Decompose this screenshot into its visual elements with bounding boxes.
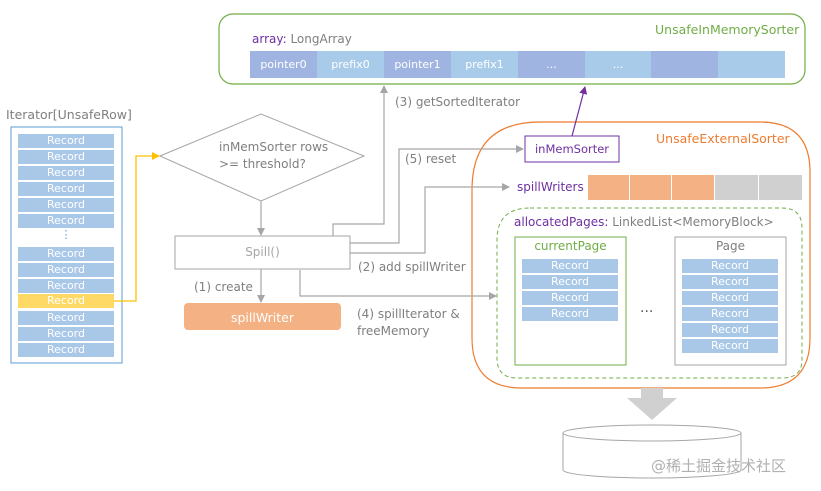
disk-icon bbox=[562, 424, 742, 479]
record: Record bbox=[18, 263, 114, 277]
array-cell: pointer0 bbox=[250, 51, 317, 78]
array-cell bbox=[718, 51, 785, 78]
allocated-pages-label: allocatedPages: LinkedList<MemoryBlock> bbox=[514, 215, 774, 229]
spill-writer-slot-empty bbox=[715, 175, 758, 200]
record: Record bbox=[682, 307, 778, 321]
spill-label: Spill() bbox=[245, 245, 280, 259]
step5-label: (5) reset bbox=[405, 152, 457, 166]
array-label-type: LongArray bbox=[286, 32, 352, 46]
array-label-key: array: bbox=[252, 32, 287, 46]
get-sorted-iterator-arrow bbox=[332, 85, 388, 236]
external-sorter-title: UnsafeExternalSorter bbox=[656, 131, 790, 146]
record: Record bbox=[18, 150, 114, 164]
pages-ellipsis: ... bbox=[640, 300, 654, 316]
page-title: Page bbox=[715, 239, 746, 253]
in-mem-sorter-to-array-arrow bbox=[571, 86, 588, 137]
spill-writer-box bbox=[184, 303, 341, 330]
spill-to-disk-arrow bbox=[627, 388, 677, 420]
record: Record bbox=[682, 323, 778, 337]
record: Record bbox=[18, 198, 114, 212]
spill-writer-slot-filled bbox=[672, 175, 714, 200]
reset-arrow bbox=[350, 145, 524, 244]
spill-writer-slot-filled bbox=[588, 175, 629, 200]
spill-writer-slot-filled bbox=[630, 175, 671, 200]
spill-writer-label: spillWriter bbox=[230, 310, 294, 325]
step4-label-line2: freeMemory bbox=[357, 324, 430, 338]
allocated-pages-type: LinkedList<MemoryBlock> bbox=[608, 215, 774, 229]
step2-label: (2) add spillWriter bbox=[358, 260, 466, 274]
array-cell bbox=[651, 51, 718, 78]
record: Record bbox=[682, 291, 778, 305]
record: Record bbox=[18, 311, 114, 325]
record: Record bbox=[18, 214, 114, 228]
array-cell: pointer1 bbox=[384, 51, 451, 78]
spill-writer-slot-empty bbox=[759, 175, 802, 200]
external-sorter-box bbox=[471, 121, 811, 389]
record: Record bbox=[18, 182, 114, 196]
record: Record bbox=[682, 259, 778, 273]
record: Record bbox=[522, 259, 618, 273]
step3-label: (3) getSortedIterator bbox=[395, 95, 521, 109]
spill-iterator-arrow bbox=[299, 270, 497, 300]
add-spill-writer-arrow bbox=[350, 183, 510, 254]
record-highlighted: Record bbox=[18, 294, 114, 308]
decision-text-line2: >= threshold? bbox=[219, 157, 306, 171]
record: Record bbox=[522, 307, 618, 321]
allocated-pages-key: allocatedPages: bbox=[514, 215, 609, 229]
record-to-decision-arrow bbox=[114, 152, 160, 302]
spill-writers-label: spillWriters bbox=[517, 180, 584, 194]
array-cell: prefix0 bbox=[317, 51, 384, 78]
step4-label-line1: (4) spillIterator & bbox=[357, 307, 460, 321]
iterator-box bbox=[10, 126, 123, 364]
record: Record bbox=[682, 275, 778, 289]
array-cell: ... bbox=[585, 51, 651, 78]
array-cell: ... bbox=[518, 51, 585, 78]
array-label: array: LongArray bbox=[252, 32, 352, 46]
step1-label: (1) create bbox=[194, 280, 253, 294]
watermark: @稀土掘金技术社区 bbox=[651, 457, 787, 475]
decision-text-line1: inMemSorter rows bbox=[219, 140, 329, 154]
record: Record bbox=[18, 327, 114, 341]
record: Record bbox=[522, 275, 618, 289]
current-page-title: currentPage bbox=[534, 239, 607, 253]
record: Record bbox=[18, 134, 114, 148]
array-cell: prefix1 bbox=[451, 51, 518, 78]
record: Record bbox=[522, 291, 618, 305]
record: Record bbox=[18, 279, 114, 293]
record: Record bbox=[682, 339, 778, 353]
allocated-pages-box bbox=[496, 207, 803, 379]
in-mem-sorter-label: inMemSorter bbox=[534, 142, 610, 156]
record: Record bbox=[18, 247, 114, 261]
in-memory-sorter-title: UnsafeInMemorySorter bbox=[655, 22, 800, 37]
records-ellipsis: ⋮ bbox=[60, 228, 72, 241]
iterator-title: Iterator[UnsafeRow] bbox=[6, 107, 132, 122]
record: Record bbox=[18, 343, 114, 357]
record: Record bbox=[18, 166, 114, 180]
decision-diamond bbox=[158, 113, 366, 202]
